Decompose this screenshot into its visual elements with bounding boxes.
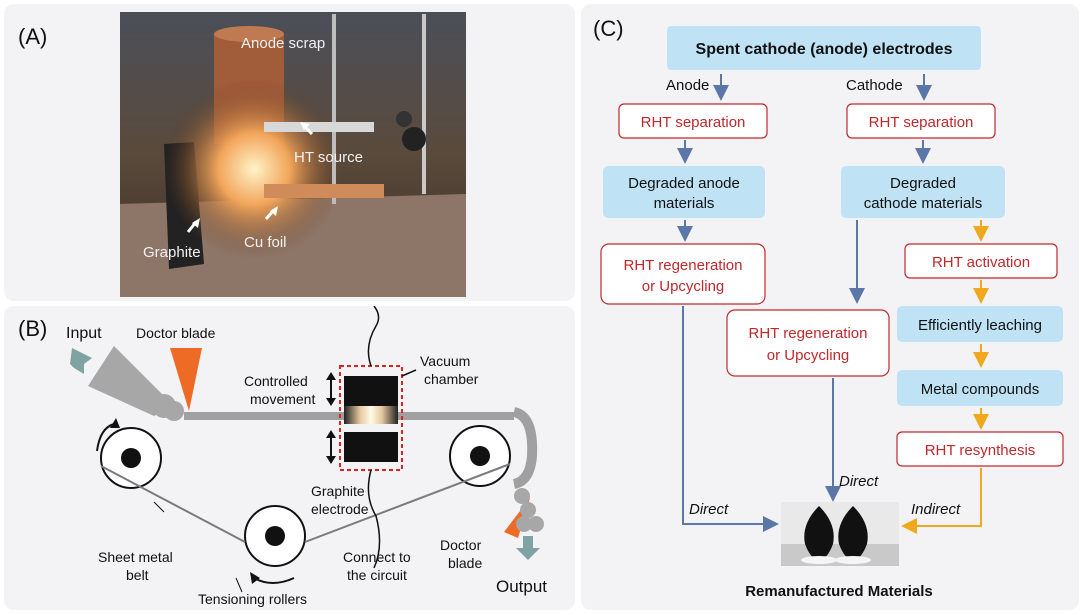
- spent-electrodes-box: [667, 26, 981, 70]
- rht-regen-left-box: [600, 243, 766, 305]
- degraded-anode-2: materials: [654, 195, 715, 212]
- panel-c-label: (C): [593, 16, 624, 41]
- hopper: [88, 346, 174, 416]
- sheet-metal-belt-2: belt: [126, 567, 149, 583]
- rht-regen-mid-2: or Upcycling: [767, 347, 850, 364]
- rht-sep-right-text: RHT separation: [869, 114, 974, 131]
- panel-b: (B) Input Doctor blade: [4, 305, 575, 610]
- leaching-box: [897, 306, 1063, 342]
- doctor-blade-bottom-1: Doctor: [440, 537, 482, 553]
- rht-activation-text: RHT activation: [932, 254, 1030, 271]
- metal-compounds-box: [897, 370, 1063, 406]
- output-label: Output: [496, 577, 547, 596]
- ht-source-label: HT source: [294, 149, 363, 166]
- thermal-glow: [164, 79, 344, 259]
- input-label: Input: [66, 325, 102, 342]
- rht-sep-left-text: RHT separation: [641, 114, 746, 131]
- doctor-blade-bottom-2: blade: [448, 555, 482, 571]
- tensioning-rollers-label: Tensioning rollers: [198, 591, 307, 607]
- remanufactured-label: Remanufactured Materials: [745, 583, 933, 600]
- anode-scrap-label: Anode scrap: [241, 35, 325, 52]
- degraded-cathode-2: cathode materials: [864, 195, 982, 212]
- rht-regen-left-2: or Upcycling: [642, 278, 725, 295]
- leaching-text: Efficiently leaching: [918, 317, 1042, 334]
- rht-regen-mid-box: [726, 309, 890, 377]
- panel-c-svg: (C) Spent cathode (anode) electrodes Ano…: [593, 16, 1064, 600]
- cu-foil-label: Cu foil: [244, 234, 287, 251]
- doctor-blade-top: [170, 348, 202, 411]
- output-arrow: [516, 548, 540, 560]
- degraded-anode-box: [603, 166, 765, 218]
- graphite-electrode-1: Graphite: [311, 483, 365, 499]
- panel-b-svg: (B) Input Doctor blade: [18, 305, 547, 607]
- direct-mid: Direct: [839, 473, 879, 490]
- rht-activation-box: [904, 243, 1058, 279]
- vacuum-chamber-label-1: Vacuum: [420, 353, 470, 369]
- panel-a-svg: (A) Anode scrap HT source Graphite Cu fo…: [18, 12, 466, 297]
- degraded-cathode-1: Degraded: [890, 175, 956, 192]
- rht-regen-mid-1: RHT regeneration: [749, 325, 868, 342]
- spent-electrodes-text: Spent cathode (anode) electrodes: [696, 41, 953, 58]
- controlled-movement-2: movement: [250, 391, 315, 407]
- metal-compounds-text: Metal compounds: [921, 381, 1039, 398]
- degraded-cathode-box: [841, 166, 1005, 218]
- vacuum-chamber-label-2: chamber: [424, 371, 479, 387]
- panel-a: (A) Anode scrap HT source Graphite Cu fo…: [4, 4, 575, 301]
- doctor-blade-top-label: Doctor blade: [136, 325, 216, 341]
- controlled-movement-1: Controlled: [244, 373, 308, 389]
- graphite-label: Graphite: [143, 244, 201, 261]
- product-image: [781, 502, 899, 566]
- rht-resynthesis-text: RHT resynthesis: [925, 442, 1036, 459]
- branch-cathode: Cathode: [846, 77, 903, 94]
- panel-b-label: (B): [18, 316, 47, 341]
- rht-sep-left-box: [618, 103, 768, 139]
- panel-c: (C) Spent cathode (anode) electrodes Ano…: [581, 4, 1079, 610]
- direct-left: Direct: [689, 501, 729, 518]
- degraded-anode-1: Degraded anode: [628, 175, 740, 192]
- sheet-metal-belt-1: Sheet metal: [98, 549, 173, 565]
- graphite-electrode-2: electrode: [311, 501, 369, 517]
- connect-circuit-2: the circuit: [347, 567, 407, 583]
- rht-resynthesis-box: [896, 431, 1064, 467]
- rht-regen-left-1: RHT regeneration: [624, 257, 743, 274]
- panel-a-label: (A): [18, 24, 47, 49]
- branch-anode: Anode: [666, 77, 709, 94]
- indirect-label: Indirect: [911, 501, 961, 518]
- connect-circuit-1: Connect to: [343, 549, 411, 565]
- input-arrow: [70, 348, 92, 374]
- rht-sep-right-box: [846, 103, 996, 139]
